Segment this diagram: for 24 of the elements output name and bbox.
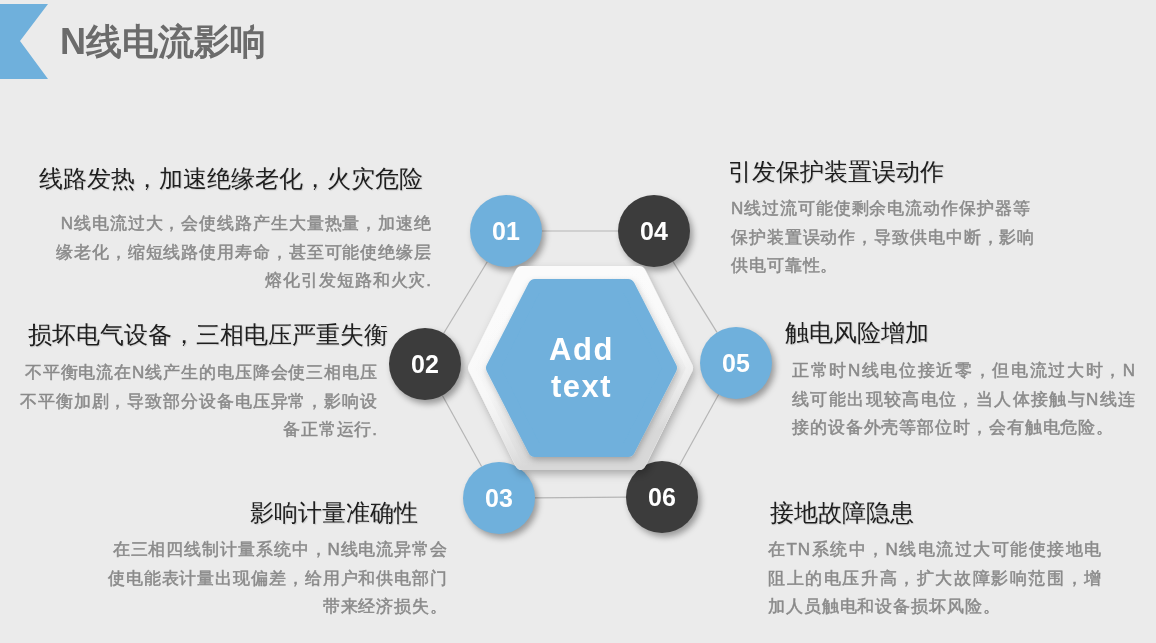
number-circle: 03 [463,462,535,534]
number-circle: 01 [470,195,542,267]
item-heading: 线路发热，加速绝缘老化，火灾危险 [39,165,423,193]
connector-line [678,393,720,467]
connector-line [672,261,718,333]
connector-line [534,496,627,499]
item-heading: 接地故障隐患 [770,499,914,527]
page-title: N线电流影响 [60,20,266,64]
item-description: 在三相四线制计量系统中，N线电流异常会使电能表计量出现偏差，给用户和供电部门带来经济损失。 [106,539,448,618]
item-heading: 影响计量准确性 [250,499,418,527]
number-circle: 06 [626,461,698,533]
item-heading: 引发保护装置误动作 [728,158,944,186]
item-description: 不平衡电流在N线产生的电压降会使三相电压不平衡加剧，导致部分设备电压异常，影响设备正常运行. [19,362,378,441]
number-circle: 04 [618,195,690,267]
connector-line [441,394,483,468]
item-description: 正常时N线电位接近零，但电流过大时，N线可能出现较高电位，当人体接触与N线连接的设备外壳等部位时，会有触电危险。 [792,360,1136,439]
item-description: 在TN系统中，N线电流过大可能使接地电阻上的电压升高，扩大故障影响范围，增加人员触电和设备损坏风险。 [768,539,1102,618]
item-heading: 损坏电气设备，三相电压严重失衡 [28,321,388,349]
connector-line [443,261,488,334]
item-description: N线电流过大，会使线路产生大量热量，加速绝缘老化，缩短线路使用寿命，甚至可能使绝缘层熔化引发短路和火灾. [55,213,432,292]
number-circle: 02 [389,328,461,400]
item-description: N线过流可能使剩余电流动作保护器等保护装置误动作，导致供电中断，影响供电可靠性。 [731,198,1037,277]
number-circle: 05 [700,327,772,399]
item-heading: 触电风险增加 [785,319,929,347]
